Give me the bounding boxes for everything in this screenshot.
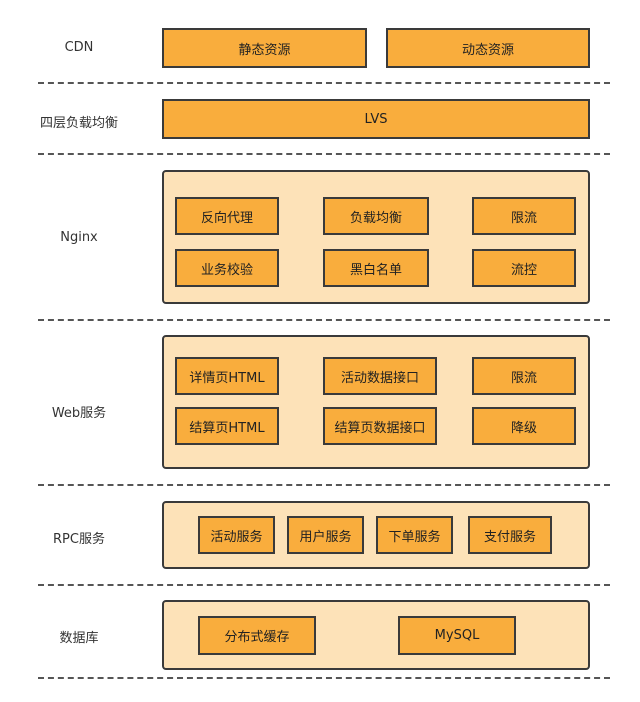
- layer-divider: [38, 484, 610, 486]
- layer-label-rpc: RPC服务: [53, 532, 105, 547]
- layer-divider: [38, 584, 610, 586]
- cdn-dynamic-resources-box: 动态资源: [386, 28, 590, 68]
- db-mysql-box: MySQL: [398, 616, 516, 655]
- nginx-load-balance-box: 负载均衡: [323, 197, 429, 235]
- rpc-user-service-box: 用户服务: [287, 516, 364, 554]
- nginx-reverse-proxy-box: 反向代理: [175, 197, 279, 235]
- rpc-order-service-box: 下单服务: [376, 516, 453, 554]
- web-rate-limit-box: 限流: [472, 357, 576, 395]
- layer-label-nginx: Nginx: [60, 230, 98, 245]
- nginx-flow-control-box: 流控: [472, 249, 576, 287]
- web-panel: [162, 335, 590, 469]
- layer-label-cdn: CDN: [64, 40, 94, 55]
- nginx-business-validation-box: 业务校验: [175, 249, 279, 287]
- web-activity-api-box: 活动数据接口: [323, 357, 437, 395]
- layer-label-web: Web服务: [51, 406, 107, 421]
- web-checkout-html-box: 结算页HTML: [175, 407, 279, 445]
- layer-divider: [38, 319, 610, 321]
- layer-divider: [38, 82, 610, 84]
- layer-divider: [38, 677, 610, 679]
- lvs-box: LVS: [162, 99, 590, 139]
- layer-label-db: 数据库: [59, 631, 99, 646]
- db-distributed-cache-box: 分布式缓存: [198, 616, 316, 655]
- web-checkout-api-box: 结算页数据接口: [323, 407, 437, 445]
- web-detail-html-box: 详情页HTML: [175, 357, 279, 395]
- layer-divider: [38, 153, 610, 155]
- rpc-payment-service-box: 支付服务: [468, 516, 552, 554]
- nginx-rate-limit-box: 限流: [472, 197, 576, 235]
- nginx-black-white-list-box: 黑白名单: [323, 249, 429, 287]
- layer-label-lvs: 四层负载均衡: [39, 116, 118, 131]
- cdn-static-resources-box: 静态资源: [162, 28, 367, 68]
- web-degrade-box: 降级: [472, 407, 576, 445]
- rpc-activity-service-box: 活动服务: [198, 516, 275, 554]
